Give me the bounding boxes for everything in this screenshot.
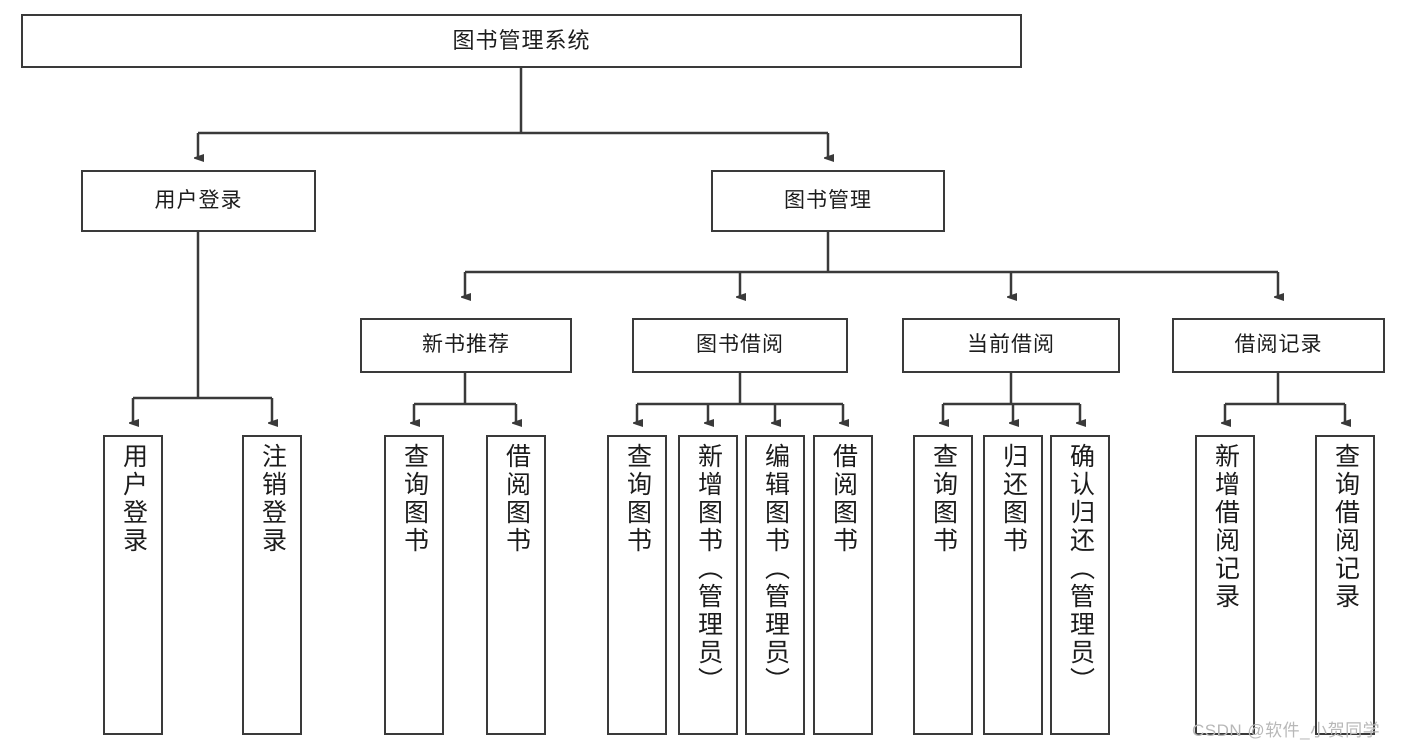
node-label: 当前借阅 [967, 333, 1055, 357]
node-book-borrow[interactable]: 图书借阅 [632, 318, 848, 373]
node-label: 图书管理 [784, 188, 872, 212]
leaf-user-login-login[interactable]: 用户登录 [103, 435, 163, 735]
leaf-recommend-borrow-book[interactable]: 借阅图书 [486, 435, 546, 735]
node-current-borrow[interactable]: 当前借阅 [902, 318, 1120, 373]
node-label: 新增借阅记录 [1211, 443, 1240, 611]
node-label: 借阅图书 [829, 443, 858, 555]
node-label: 查询借阅记录 [1331, 443, 1360, 611]
leaf-record-add-record[interactable]: 新增借阅记录 [1195, 435, 1255, 735]
node-label: 注销登录 [258, 443, 287, 555]
leaf-record-query-record[interactable]: 查询借阅记录 [1315, 435, 1375, 735]
node-user-login[interactable]: 用户登录 [81, 170, 316, 232]
node-label: 查询图书 [929, 443, 958, 555]
node-label: 借阅记录 [1234, 333, 1323, 357]
node-label: 新增图书（管理员） [694, 443, 723, 695]
node-label: 归还图书 [999, 443, 1028, 555]
leaf-current-confirm-return-admin[interactable]: 确认归还（管理员） [1050, 435, 1110, 735]
leaf-current-query-book[interactable]: 查询图书 [913, 435, 973, 735]
node-label: 编辑图书（管理员） [761, 443, 790, 695]
node-label: 新书推荐 [422, 333, 510, 357]
node-label: 图书管理系统 [452, 28, 591, 54]
watermark: CSDN @软件_小贺同学 [1192, 721, 1381, 740]
node-label: 用户登录 [119, 443, 148, 555]
leaf-borrow-edit-book-admin[interactable]: 编辑图书（管理员） [745, 435, 805, 735]
node-label: 图书借阅 [696, 333, 784, 357]
leaf-borrow-add-book-admin[interactable]: 新增图书（管理员） [678, 435, 738, 735]
node-book-management[interactable]: 图书管理 [711, 170, 945, 232]
leaf-user-login-logout[interactable]: 注销登录 [242, 435, 302, 735]
leaf-current-return-book[interactable]: 归还图书 [983, 435, 1043, 735]
node-label: 借阅图书 [502, 443, 531, 555]
leaf-recommend-query-book[interactable]: 查询图书 [384, 435, 444, 735]
node-label: 查询图书 [400, 443, 429, 555]
node-borrow-record[interactable]: 借阅记录 [1172, 318, 1385, 373]
node-label: 查询图书 [623, 443, 652, 555]
node-root-system[interactable]: 图书管理系统 [21, 14, 1022, 68]
leaf-borrow-query-book[interactable]: 查询图书 [607, 435, 667, 735]
node-label: 确认归还（管理员） [1066, 443, 1095, 695]
leaf-borrow-borrow-book[interactable]: 借阅图书 [813, 435, 873, 735]
node-new-book-recommend[interactable]: 新书推荐 [360, 318, 572, 373]
node-label: 用户登录 [154, 188, 243, 212]
